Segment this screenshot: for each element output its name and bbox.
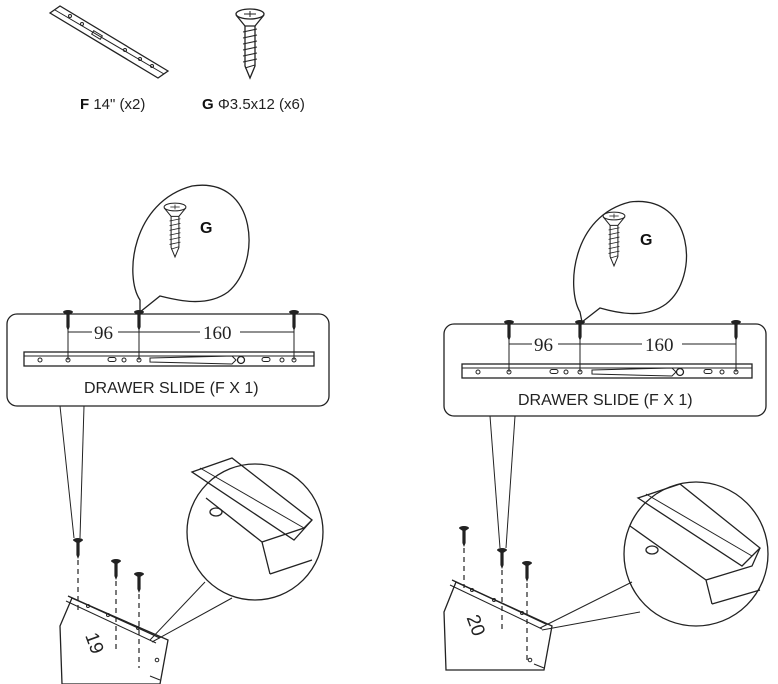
part-g-label: G Φ3.5x12 (x6): [202, 96, 305, 113]
callout-letter: G: [640, 232, 652, 249]
screw-callout-bubble: [573, 200, 687, 324]
screw-callout-bubble: [132, 184, 250, 314]
part-number: 19: [80, 630, 107, 657]
screw-g-icon: [602, 211, 626, 267]
drawer-slide-profile: [461, 363, 753, 379]
part-f-letter: F: [80, 96, 90, 113]
part-f-slide-icon: [48, 5, 170, 79]
part-number: 20: [462, 612, 489, 639]
dimension-160: 160: [203, 323, 232, 344]
dimension-96: 96: [94, 323, 113, 344]
part-f-label: F 14" (x2): [80, 96, 145, 113]
magnify-detail-circle: [623, 481, 769, 627]
part-g-letter: G: [202, 96, 214, 113]
drawer-slide-profile: [23, 351, 315, 367]
part-f-desc: 14" (x2): [93, 96, 146, 113]
drawer-side-panel: [59, 597, 169, 684]
magnify-detail-circle: [186, 463, 324, 601]
slide-detail-box: [443, 323, 767, 417]
callout-letter: G: [200, 220, 212, 237]
step-left: G 96 160 DRAWER SLIDE (F X 1): [6, 184, 330, 684]
dimension-160: 160: [645, 335, 674, 356]
slide-caption: DRAWER SLIDE (F X 1): [84, 380, 259, 397]
slide-detail-box: [6, 313, 330, 407]
screw-g-icon: [163, 202, 187, 258]
part-g-screw-icon: [235, 8, 265, 79]
step-right: G 96 160 DRAWER SLIDE (F X 1): [443, 200, 769, 671]
dimension-96: 96: [534, 335, 553, 356]
slide-caption: DRAWER SLIDE (F X 1): [518, 392, 693, 409]
part-g-desc: Φ3.5x12 (x6): [217, 96, 305, 113]
